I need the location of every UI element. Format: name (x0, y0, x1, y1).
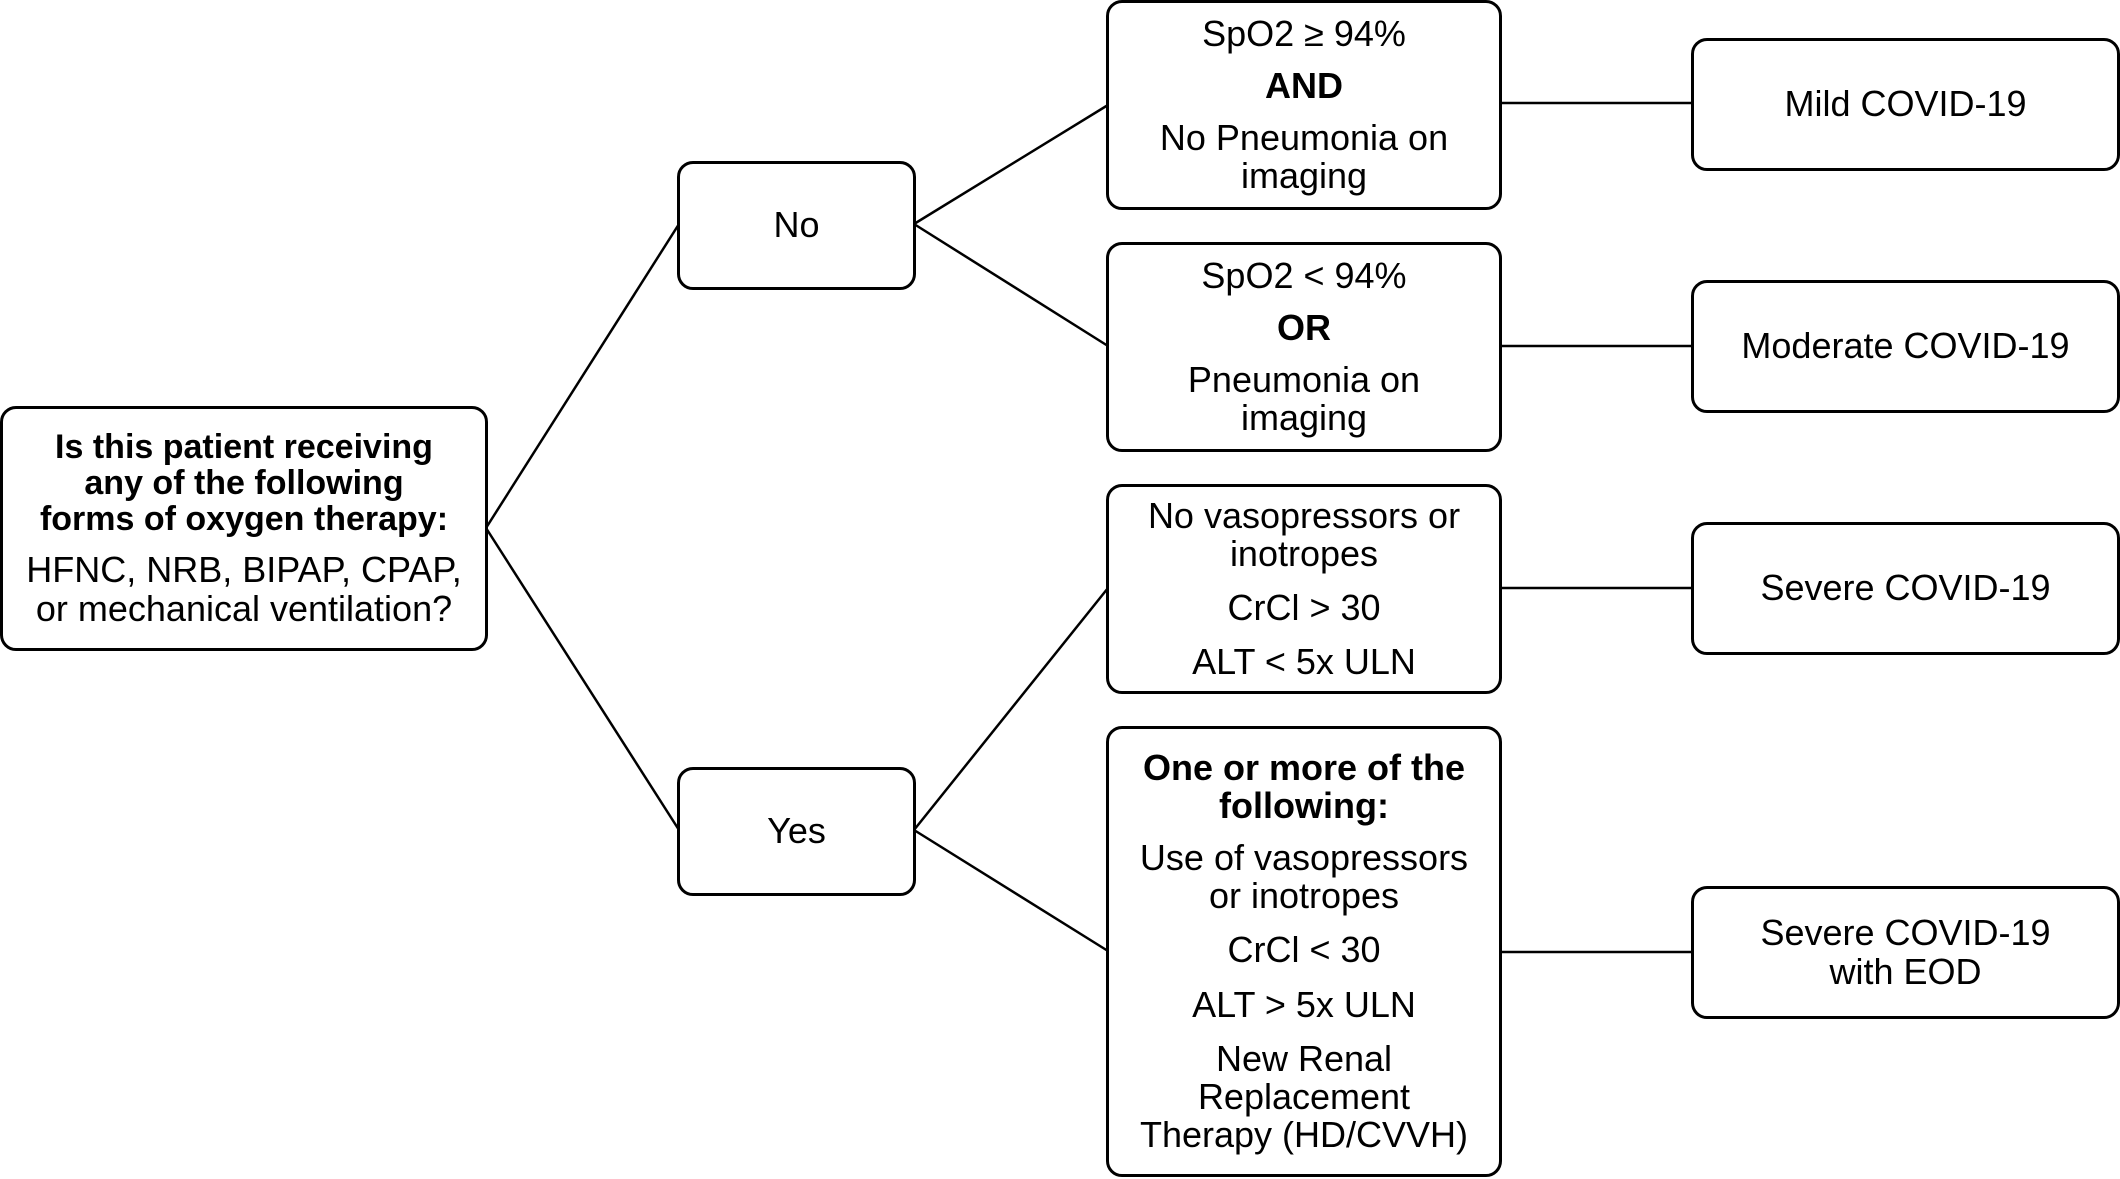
root-question-line-1: Is this patient receiving (55, 428, 433, 467)
criteria-mild-spo2: SpO2 ≥ 94% (1202, 12, 1406, 54)
edge-yes-eod (913, 828, 1109, 953)
criteria-moderate-box: SpO2 < 94% OR Pneumonia on imaging (1106, 242, 1502, 452)
edge-root-yes (484, 527, 681, 831)
outcome-eod-label-2: with EOD (1829, 950, 1982, 992)
criteria-eod-vaso-1: Use of vasopressors (1139, 837, 1469, 879)
criteria-eod-header-1: One or more of the (1142, 746, 1466, 788)
criteria-mild-box: SpO2 ≥ 94% AND No Pneumonia on imaging (1106, 0, 1502, 210)
criteria-eod-vaso-2: or inotropes (1208, 875, 1400, 917)
criteria-severe-crcl: CrCl > 30 (1227, 587, 1381, 628)
root-question-line-3: forms of oxygen therapy: (39, 500, 449, 539)
outcome-severe-label: Severe COVID-19 (1760, 567, 2051, 609)
branch-yes-label: Yes (767, 810, 826, 852)
criteria-eod-rrt-1: New Renal (1215, 1037, 1393, 1079)
branch-yes-box: Yes (677, 767, 916, 896)
criteria-moderate-pneumonia-1: Pneumonia on (1187, 359, 1421, 400)
criteria-mild-pneumonia-2: imaging (1240, 155, 1368, 197)
outcome-moderate-box: Moderate COVID-19 (1691, 280, 2120, 413)
criteria-severe-alt: ALT < 5x ULN (1192, 641, 1416, 683)
outcome-mild-label: Mild COVID-19 (1784, 83, 2027, 125)
criteria-eod-box: One or more of the following: Use of vas… (1106, 726, 1502, 1177)
root-question-line-2: any of the following (84, 464, 404, 503)
branch-no-label: No (773, 204, 820, 246)
outcome-severe-box: Severe COVID-19 (1691, 522, 2120, 655)
criteria-mild-pneumonia-1: No Pneumonia on (1159, 117, 1449, 158)
criteria-moderate-or: OR (1277, 306, 1331, 348)
criteria-severe-box: No vasopressors or inotropes CrCl > 30 A… (1106, 484, 1502, 694)
criteria-severe-vaso-1: No vasopressors or (1147, 494, 1461, 536)
root-question-box: Is this patient receiving any of the fol… (0, 406, 488, 651)
edge-no-mild (913, 103, 1109, 226)
branch-no-box: No (677, 161, 916, 290)
outcome-moderate-label: Moderate COVID-19 (1741, 325, 2070, 367)
root-options-line-1: HFNC, NRB, BIPAP, CPAP, (26, 549, 462, 591)
criteria-severe-vaso-2: inotropes (1229, 532, 1379, 574)
criteria-moderate-pneumonia-2: imaging (1240, 397, 1368, 439)
criteria-eod-rrt-3: Therapy (HD/CVVH) (1139, 1114, 1469, 1156)
outcome-eod-box: Severe COVID-19 with EOD (1691, 886, 2120, 1019)
criteria-moderate-spo2: SpO2 < 94% (1201, 254, 1407, 296)
outcome-mild-box: Mild COVID-19 (1691, 38, 2120, 171)
criteria-eod-alt: ALT > 5x ULN (1192, 983, 1416, 1025)
edge-root-no (484, 223, 681, 529)
root-options-line-2: or mechanical ventilation? (35, 587, 453, 629)
criteria-eod-rrt-2: Replacement (1197, 1075, 1411, 1117)
criteria-eod-crcl: CrCl < 30 (1227, 929, 1381, 971)
criteria-eod-header-2: following: (1219, 784, 1389, 826)
edge-yes-severe (913, 587, 1109, 831)
outcome-eod-label-1: Severe COVID-19 (1760, 912, 2051, 954)
edge-no-moderate (913, 222, 1109, 348)
criteria-mild-and: AND (1265, 64, 1343, 106)
